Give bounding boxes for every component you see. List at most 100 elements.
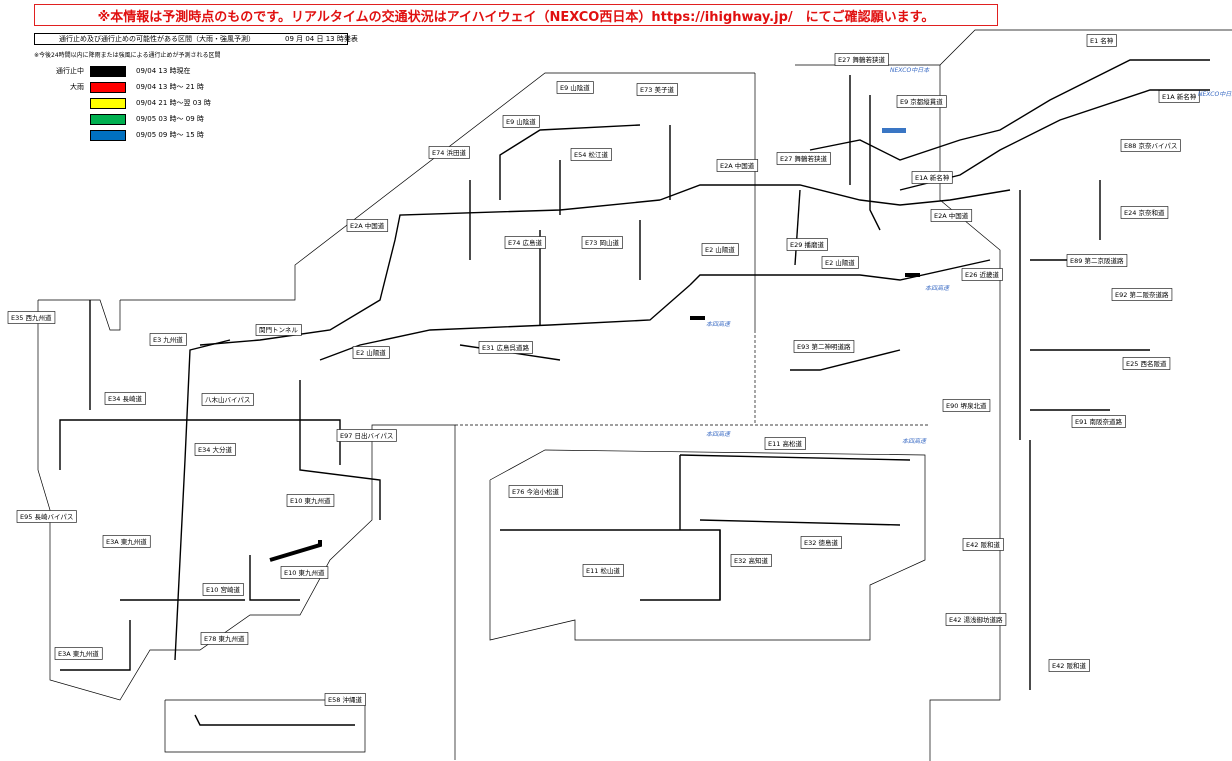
route-label-box — [581, 236, 623, 249]
label-e58: E58 沖縄道 — [328, 695, 362, 704]
route-labels: E1 名神 E1A 新名神 E27 舞鶴若狭道 E9 京都縦貫道 E88 京奈バ… — [7, 34, 1200, 706]
route-label-box — [786, 238, 828, 251]
label-e73a: E73 美子道 — [640, 85, 674, 94]
issued-time: 09 月 04 日 13 時発表 — [285, 35, 358, 43]
route-label-box — [280, 566, 329, 579]
legend-swatch-yellow — [90, 97, 126, 109]
route-label-box — [104, 392, 146, 405]
boundary-chugoku-north — [120, 72, 755, 301]
route-label-box — [202, 583, 244, 596]
route-label-box — [911, 171, 953, 184]
disclaimer-banner: ※本情報は予測時点のものです。リアルタイムの交通状況はアイハイウェイ（NEXCO… — [34, 4, 998, 26]
sanin-line — [499, 124, 641, 200]
route-label-box — [1111, 288, 1173, 301]
route-label-box — [504, 236, 546, 249]
legend-swatch-green — [90, 113, 126, 125]
route-label-box — [7, 311, 56, 324]
map-header-title: 通行止め及び通行止めの可能性がある区間（大雨・強風予測） — [34, 33, 348, 45]
operator-links: NEXCO中日本 NEXCO中日本 本四高速 本四高速 本四高速 本四高速 — [706, 66, 1232, 445]
link-nexco-central: NEXCO中日本 — [890, 66, 930, 74]
label-e2b: E2 山陽道 — [825, 258, 855, 267]
label-e34b: E34 大分道 — [198, 445, 232, 454]
label-e54: E54 松江道 — [574, 150, 608, 159]
label-e34: E34 長崎道 — [108, 394, 142, 403]
label-e27a: E27 舞鶴若狭道 — [838, 55, 885, 64]
label-e93: E93 第二神明道路 — [797, 342, 851, 351]
label-e25: E25 西名阪道 — [1126, 359, 1167, 368]
label-e95: E95 長崎バイパス — [20, 512, 73, 521]
route-label-box — [930, 209, 973, 222]
label-e9c: E9 山陰道 — [506, 117, 536, 126]
second-shinmei-line — [790, 349, 901, 371]
route-label-box — [945, 613, 1007, 626]
label-e90: E90 堺泉北道 — [946, 401, 987, 410]
label-e2c: E2 山陽道 — [356, 348, 386, 357]
label-e42c: E42 阪和道 — [1052, 661, 1086, 670]
label-e3a: E3A 東九州道 — [106, 537, 147, 546]
legend-closed: 通行止中 09/04 13 時現在 — [56, 65, 191, 77]
label-e92: E92 第二阪奈道路 — [1115, 290, 1169, 299]
route-label-box — [1120, 206, 1169, 219]
link-honshi-3: 本四高速 — [706, 430, 731, 438]
label-kanmon: 関門トンネル — [259, 326, 298, 334]
route-label-box — [352, 346, 390, 359]
route-label-box — [54, 647, 103, 660]
route-label-box — [764, 437, 806, 450]
label-e88: E88 京奈バイパス — [1124, 141, 1177, 150]
route-label-box — [701, 243, 739, 256]
boundary-chugoku-south — [371, 424, 456, 760]
kyushu-main-line — [174, 339, 231, 661]
label-e31: E31 広島呉道路 — [482, 343, 529, 352]
closed-east-kyushu — [269, 540, 322, 562]
label-e91: E91 南阪奈道路 — [1075, 417, 1122, 426]
route-label-box — [149, 333, 187, 346]
route-label-box — [942, 399, 991, 412]
route-label-box — [961, 268, 1003, 281]
label-e42b: E42 湯浅御坊道路 — [949, 615, 1003, 624]
route-label-box — [336, 429, 397, 442]
label-e2ac: E2A 中国道 — [350, 221, 385, 230]
label-e10c: E10 宮崎道 — [206, 585, 240, 594]
kochi-line — [640, 530, 721, 601]
label-e3: E3 九州道 — [153, 335, 183, 344]
route-label-box — [821, 256, 859, 269]
legend-swatch-blue — [90, 129, 126, 141]
label-e42a: E42 阪和道 — [966, 540, 1000, 549]
route-label-box — [1071, 415, 1126, 428]
route-label-box — [478, 341, 533, 354]
label-e78: E78 東九州道 — [204, 634, 245, 643]
boundary-kansai-east — [929, 65, 1001, 761]
label-e32a: E32 高知道 — [734, 556, 768, 565]
route-label-box — [286, 494, 335, 507]
meishin-line — [809, 59, 1210, 161]
higashikyushu-south-line — [249, 555, 300, 601]
forecast-blue-section — [882, 128, 906, 133]
label-e29: E29 播磨道 — [790, 240, 824, 249]
route-label-box — [194, 443, 236, 456]
route-label-box — [324, 693, 366, 706]
link-honshi-1: 本四高速 — [706, 320, 731, 328]
route-label-box — [1086, 34, 1117, 47]
legend-red: 大雨 09/04 13 時～ 21 時 — [70, 81, 204, 93]
route-label-box — [776, 152, 831, 165]
link-honshi-2: 本四高速 — [925, 284, 950, 292]
route-label-box — [730, 554, 772, 567]
nagasaki-line — [59, 419, 190, 470]
boundary-okinawa — [164, 699, 366, 753]
route-label-box — [582, 564, 624, 577]
route-label-box — [428, 146, 470, 159]
forecast-note: ※今後24時間以内に降雨または強風による通行止めが予測される区間 — [34, 52, 221, 59]
legend-swatch-black — [90, 65, 126, 77]
label-e32b: E32 徳島道 — [804, 538, 838, 547]
higashikyushu-north-line — [299, 380, 381, 520]
route-label-box — [800, 536, 842, 549]
expressway-lines — [59, 59, 1210, 726]
route-label-box — [508, 485, 563, 498]
kyoto-jukan-line — [869, 95, 881, 231]
higashikyushu-3a-line — [60, 620, 131, 671]
label-e9a: E9 京都縦貫道 — [900, 97, 943, 106]
route-label-box — [570, 148, 612, 161]
label-e2ab: E2A 中国道 — [934, 211, 969, 220]
closed-sections — [269, 273, 920, 562]
